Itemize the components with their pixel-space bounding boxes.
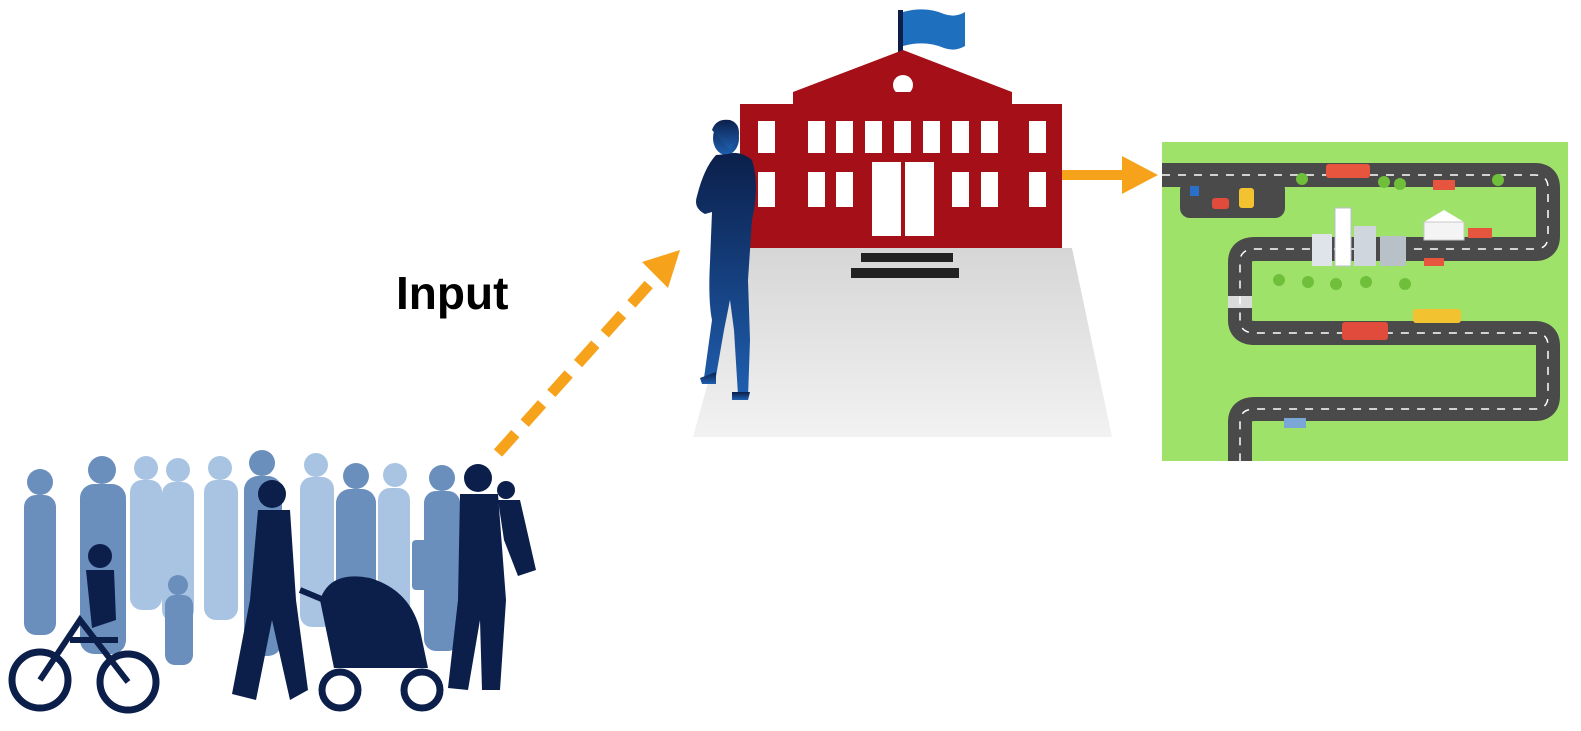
- plaza-floor: [693, 248, 1112, 437]
- output-arrow-head: [1122, 156, 1158, 194]
- crowd-silhouette-icon: [8, 450, 536, 714]
- input-label: Input: [396, 267, 509, 319]
- building-steps: [861, 253, 953, 262]
- flag-pole: [898, 10, 903, 60]
- building-windows: [758, 121, 1046, 236]
- building-roof: [793, 50, 1012, 92]
- parking-lot: [1180, 180, 1285, 218]
- input-arrow-head: [642, 250, 680, 288]
- truck-icon: [1342, 322, 1388, 340]
- input-arrow-dashed: [493, 268, 665, 457]
- roof-window: [893, 75, 913, 95]
- city-map-icon: [1162, 142, 1568, 461]
- bus-icon: [1326, 164, 1370, 178]
- government-building-icon: [693, 9, 1112, 437]
- businesswoman-silhouette-icon: [696, 119, 756, 400]
- flag-icon: [903, 9, 965, 50]
- output-arrow-shaft: [1062, 170, 1130, 180]
